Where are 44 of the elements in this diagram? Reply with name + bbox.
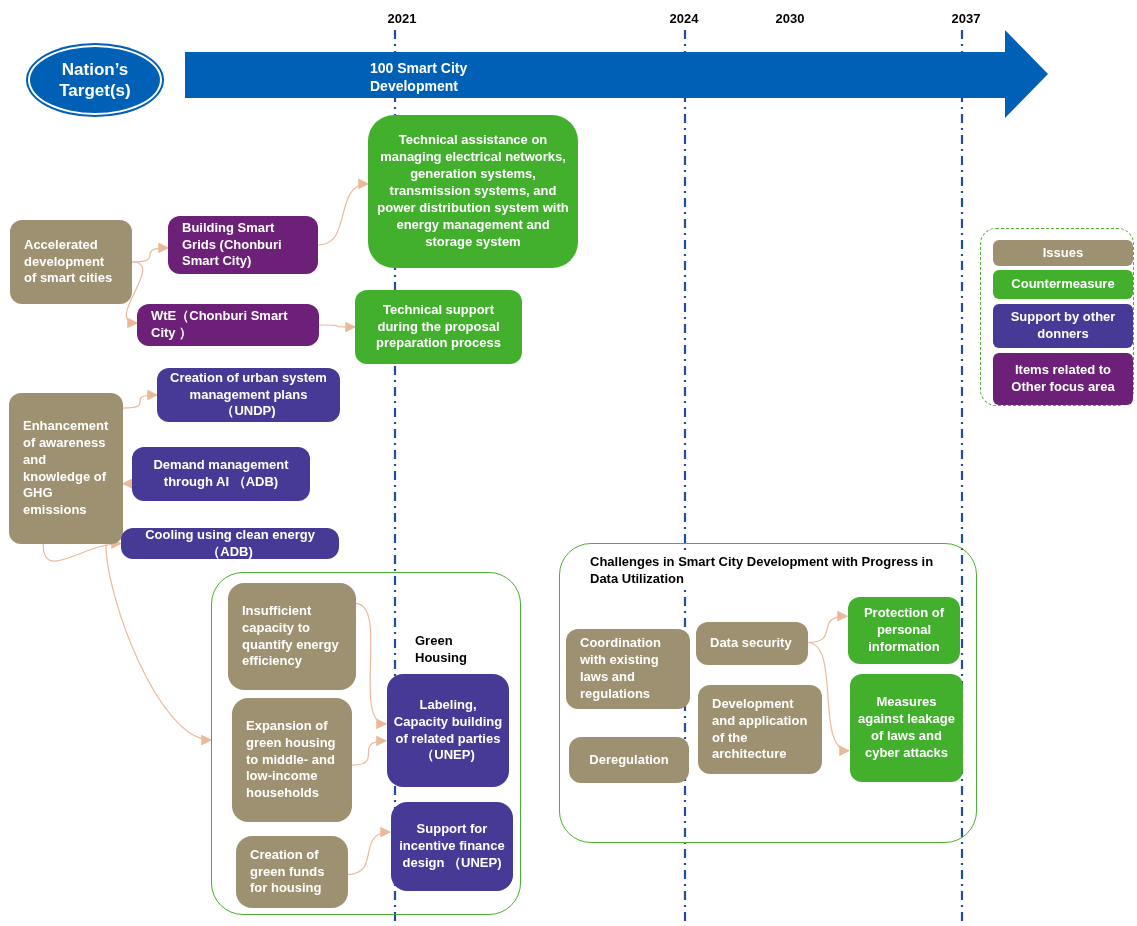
connector-arrow xyxy=(317,180,370,246)
connector-arrow xyxy=(806,641,851,754)
connector-arrow xyxy=(131,242,170,263)
process-box: Labeling, Capacity building of related parties （UNEP) xyxy=(387,674,509,787)
legend-item: Items related to Other focus area xyxy=(993,353,1133,405)
process-box: Coordination with existing laws and regulations xyxy=(566,629,690,709)
process-box: Accelerated development of smart cities xyxy=(10,220,132,304)
process-box: Support for incentive finance design （UNEP) xyxy=(391,802,513,891)
process-box: WtE（Chonburi Smart City ） xyxy=(137,304,319,346)
connector-arrow xyxy=(122,389,159,409)
year-label: 2021 xyxy=(387,11,417,26)
process-box: Building Smart Grids (Chonburi Smart City) xyxy=(168,216,318,274)
process-box: Technical support during the proposal preparation process xyxy=(355,290,522,364)
connector-arrow xyxy=(121,478,133,490)
connector-arrow xyxy=(346,827,392,876)
process-box: Data security xyxy=(696,622,808,665)
process-box: Creation of urban system management plans （UNDP) xyxy=(157,368,340,422)
process-box: Demand management through AI （ADB) xyxy=(132,447,310,501)
process-box: Cooling using clean energy （ADB) xyxy=(121,528,339,559)
connector-arrow xyxy=(105,543,213,744)
legend-item: Issues xyxy=(993,240,1133,266)
process-box: Technical assistance on managing electrical networks, generation systems, transmission systems, and power distribution system with energy management and storage system xyxy=(368,115,578,268)
connector-arrow xyxy=(350,736,388,766)
process-box: Measures against leakage of laws and cyber attacks xyxy=(850,674,963,782)
year-label: 2030 xyxy=(775,11,805,26)
target-ellipse: Nation’s Target(s) xyxy=(28,45,162,115)
process-box: Protection of personal information xyxy=(848,597,960,664)
process-box: Expansion of green housing to middle- and low-income households xyxy=(232,698,352,822)
legend-item: Support by other donners xyxy=(993,304,1133,348)
group-heading: Green Housing xyxy=(415,633,468,667)
group-frame xyxy=(211,572,521,915)
legend-item: Countermeasure xyxy=(993,270,1133,299)
process-box: Insufficient capacity to quantify energy efficiency xyxy=(228,583,356,690)
connector-arrow xyxy=(125,261,144,327)
process-box: Creation of green funds for housing xyxy=(236,836,348,908)
connector-arrow xyxy=(318,321,357,333)
process-box: Development and application of the architecture xyxy=(698,685,822,774)
group-frame xyxy=(559,543,977,843)
process-box: Deregulation xyxy=(569,737,689,783)
connector-arrow xyxy=(354,602,388,726)
year-label: 2037 xyxy=(951,11,981,26)
arrow-label: 100 Smart City Development xyxy=(370,59,469,96)
process-box: Enhancement of awareness and knowledge of GHG emissions xyxy=(9,393,123,544)
year-label: 2024 xyxy=(669,11,699,26)
